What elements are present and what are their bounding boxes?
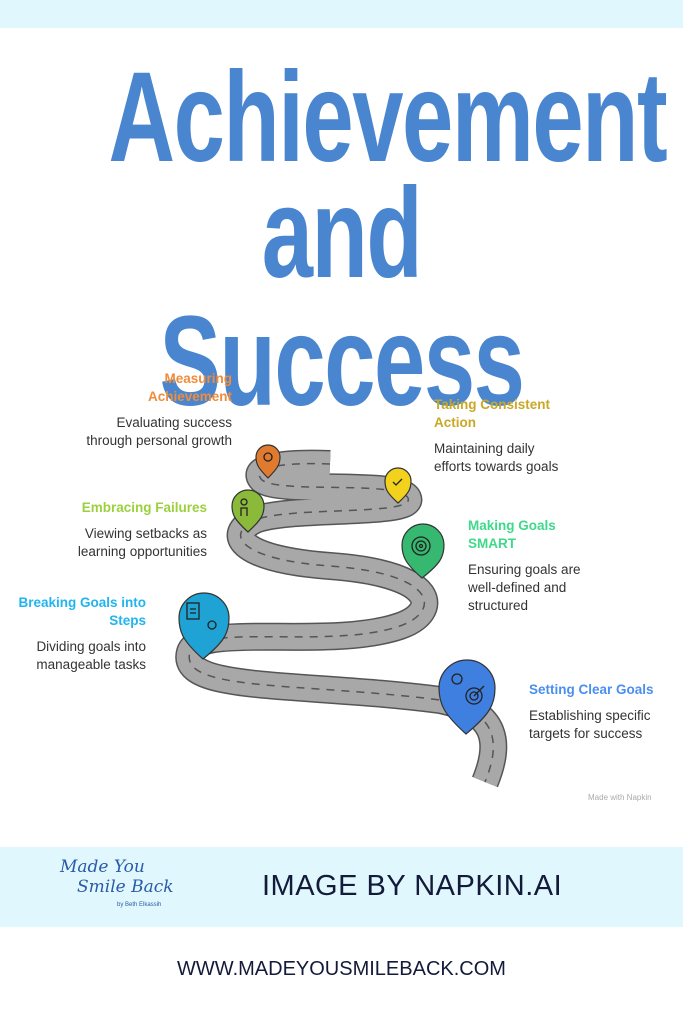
brand-logo: Made You Smile Back by Beth Elkassih bbox=[55, 857, 180, 919]
step-desc: Viewing setbacks as learning opportuniti… bbox=[77, 526, 207, 559]
step-title: Embracing Failures bbox=[81, 500, 207, 515]
step-title: Breaking Goals into Steps bbox=[18, 595, 146, 628]
page-title-line2: and Success bbox=[159, 162, 525, 433]
pin-embracing-failures bbox=[231, 489, 265, 533]
logo-line1: Made You bbox=[60, 857, 145, 877]
step-title: Taking Consistent Action bbox=[434, 397, 551, 430]
target-icon bbox=[411, 536, 431, 556]
action-check-icon bbox=[392, 478, 403, 486]
step-setting-clear-goals: Setting Clear Goals Establishing specifi… bbox=[529, 681, 674, 743]
step-breaking-goals: Breaking Goals into Steps Dividing goals… bbox=[10, 594, 146, 674]
road-surface bbox=[176, 451, 506, 787]
image-credit: IMAGE BY NAPKIN.AI bbox=[262, 870, 563, 902]
pin-setting-clear-goals bbox=[438, 659, 496, 735]
step-title: Setting Clear Goals bbox=[529, 682, 654, 697]
step-embracing-failures: Embracing Failures Viewing setbacks as l… bbox=[60, 499, 207, 561]
napkin-watermark: Made with Napkin bbox=[588, 793, 652, 802]
step-desc: Ensuring goals are well-defined and stru… bbox=[468, 562, 581, 613]
logo-line2: Smile Back bbox=[77, 877, 174, 897]
step-taking-consistent-action: Taking Consistent Action Maintaining dai… bbox=[434, 396, 559, 476]
footer-band bbox=[0, 847, 683, 927]
growth-icon bbox=[263, 452, 273, 462]
step-desc: Dividing goals into manageable tasks bbox=[36, 639, 146, 672]
step-title: Measuring Achievement bbox=[147, 371, 232, 404]
page-title-line1: Achievement bbox=[108, 46, 667, 189]
step-desc: Establishing specific targets for succes… bbox=[529, 708, 651, 741]
pin-taking-consistent-action bbox=[384, 467, 412, 504]
logo-byline: by Beth Elkassih bbox=[117, 902, 162, 908]
website-url[interactable]: WWW.MADEYOUSMILEBACK.COM bbox=[177, 958, 506, 980]
person-icon bbox=[240, 498, 248, 506]
step-measuring-achievement: Measuring Achievement Evaluating success… bbox=[80, 370, 232, 450]
step-desc: Maintaining daily efforts towards goals bbox=[434, 441, 559, 474]
step-making-goals-smart: Making Goals SMART Ensuring goals are we… bbox=[468, 517, 598, 615]
goal-person-icon bbox=[451, 673, 463, 685]
top-band bbox=[0, 0, 683, 28]
step-desc: Evaluating success through personal grow… bbox=[86, 415, 232, 448]
step-title: Making Goals SMART bbox=[468, 518, 556, 551]
checklist-icon bbox=[186, 602, 200, 620]
